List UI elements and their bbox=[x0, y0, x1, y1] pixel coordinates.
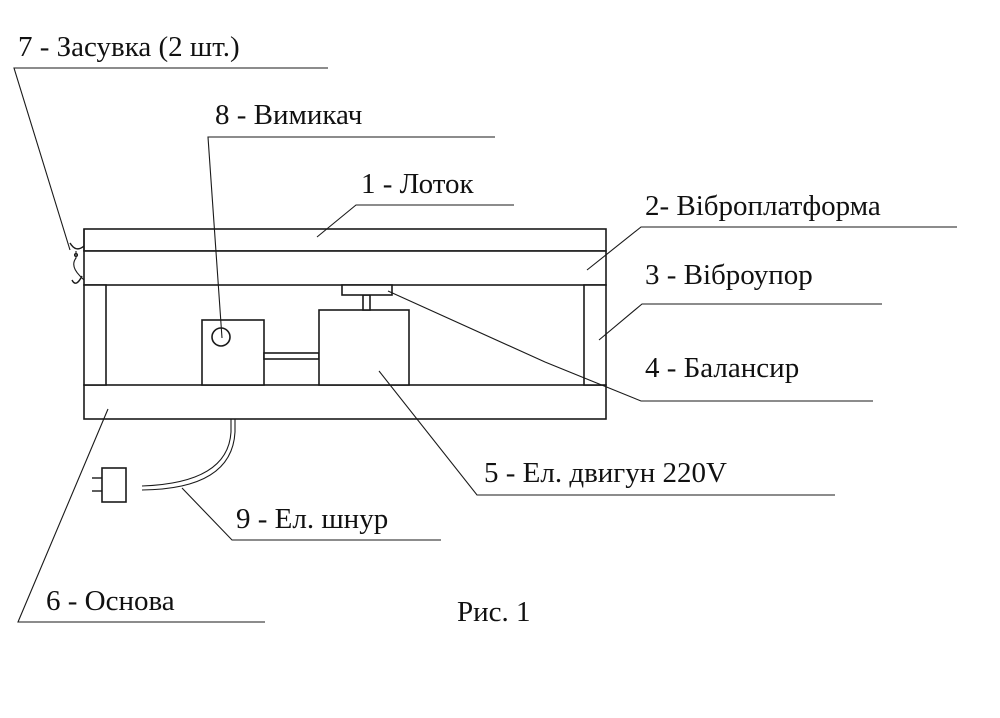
balancer-weight bbox=[341, 284, 393, 296]
figure-caption: Рис. 1 bbox=[457, 596, 531, 628]
connecting-shaft bbox=[263, 352, 320, 360]
power-cord bbox=[141, 419, 236, 491]
label-base: 6 - Основа bbox=[46, 585, 175, 617]
label-switch: 8 - Вимикач bbox=[215, 99, 362, 131]
latch-hook-icon bbox=[69, 229, 85, 284]
label-power-cord: 9 - Ел. шнур bbox=[236, 503, 388, 535]
label-latch: 7 - Засувка (2 шт.) bbox=[18, 31, 240, 63]
label-vibro-support: 3 - Віброупор bbox=[645, 259, 813, 291]
leader-line-6 bbox=[17, 408, 265, 623]
label-balancer: 4 - Балансир bbox=[645, 352, 799, 384]
vibro-platform-part bbox=[83, 250, 607, 286]
leader-line-9 bbox=[181, 487, 441, 541]
label-tray: 1 - Лоток bbox=[361, 168, 475, 200]
right-vibro-support bbox=[583, 284, 607, 386]
power-plug-icon bbox=[92, 467, 127, 503]
leader-line-5 bbox=[378, 370, 835, 496]
left-vibro-support bbox=[83, 284, 107, 386]
leader-line-4 bbox=[387, 290, 873, 402]
motor-spindle bbox=[362, 294, 371, 311]
leader-line-7 bbox=[13, 67, 328, 251]
leader-line-3 bbox=[598, 303, 882, 341]
tray-part bbox=[83, 228, 607, 252]
leader-line-1 bbox=[316, 204, 514, 238]
base-part bbox=[83, 384, 607, 420]
motor-body bbox=[318, 309, 410, 386]
switch-box bbox=[201, 319, 265, 386]
leader-line-8 bbox=[207, 136, 495, 339]
leader-line-2 bbox=[586, 226, 957, 271]
label-motor: 5 - Ел. двигун 220V bbox=[484, 457, 727, 489]
label-vibro-platform: 2- Віброплатформа bbox=[645, 190, 881, 222]
